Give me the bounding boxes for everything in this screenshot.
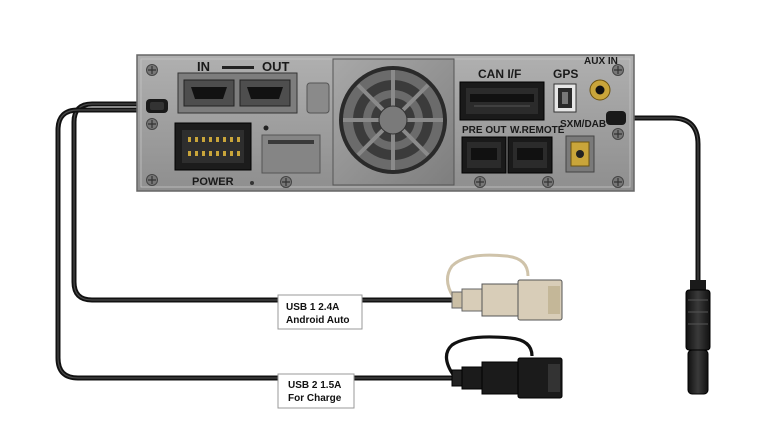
screw-icon [612,64,624,76]
screw-icon [280,176,292,188]
usb-cable-grommet [146,99,168,113]
cooling-fan [332,58,455,186]
w-remote-label: W.REMOTE [510,125,565,136]
screw-icon [612,128,624,140]
w-remote-connector [507,136,553,174]
aux-in-label: AUX IN [584,56,618,67]
blank-port-cover [306,82,330,114]
pre-out-connector [461,136,507,174]
head-unit-rear-panel: IN OUT POWER [136,54,635,192]
usb1-tag-line1: USB 1 2.4A [286,302,339,313]
hdmi-out-label: OUT [262,59,290,74]
can-if-label: CAN I/F [478,67,521,81]
indicator-dot [250,181,254,185]
usb2-tag-line2: For Charge [288,393,342,404]
hdmi-port-block [177,66,298,114]
power-connector [174,122,252,171]
screw-icon [146,64,158,76]
usb2-connector [444,335,563,399]
vent-slot [261,125,321,174]
aux-in-jack [589,79,611,101]
usb2-tag: USB 2 1.5A For Charge [277,373,355,409]
usb1-tag: USB 1 2.4A Android Auto [277,294,363,330]
screw-icon [542,176,554,188]
power-label: POWER [192,176,234,188]
aux-cable [618,115,701,286]
sxm-dab-label: SXM/DAB [560,119,606,130]
aux-plug [685,280,711,395]
gps-label: GPS [553,67,578,81]
screw-icon [146,118,158,130]
usb2-cable [55,107,455,381]
can-if-connector [459,81,545,121]
hdmi-in-label: IN [197,59,210,74]
usb1-connector [446,253,563,321]
pre-out-label: PRE OUT [462,125,506,136]
usb2-tag-line1: USB 2 1.5A [288,380,341,391]
gps-port [553,83,577,113]
screw-icon [612,176,624,188]
aux-cable-grommet [606,111,626,125]
usb1-tag-line2: Android Auto [286,315,350,326]
screw-icon [146,174,158,186]
usb1-cable [71,101,455,303]
screw-icon [474,176,486,188]
sxm-dab-port [565,135,595,173]
